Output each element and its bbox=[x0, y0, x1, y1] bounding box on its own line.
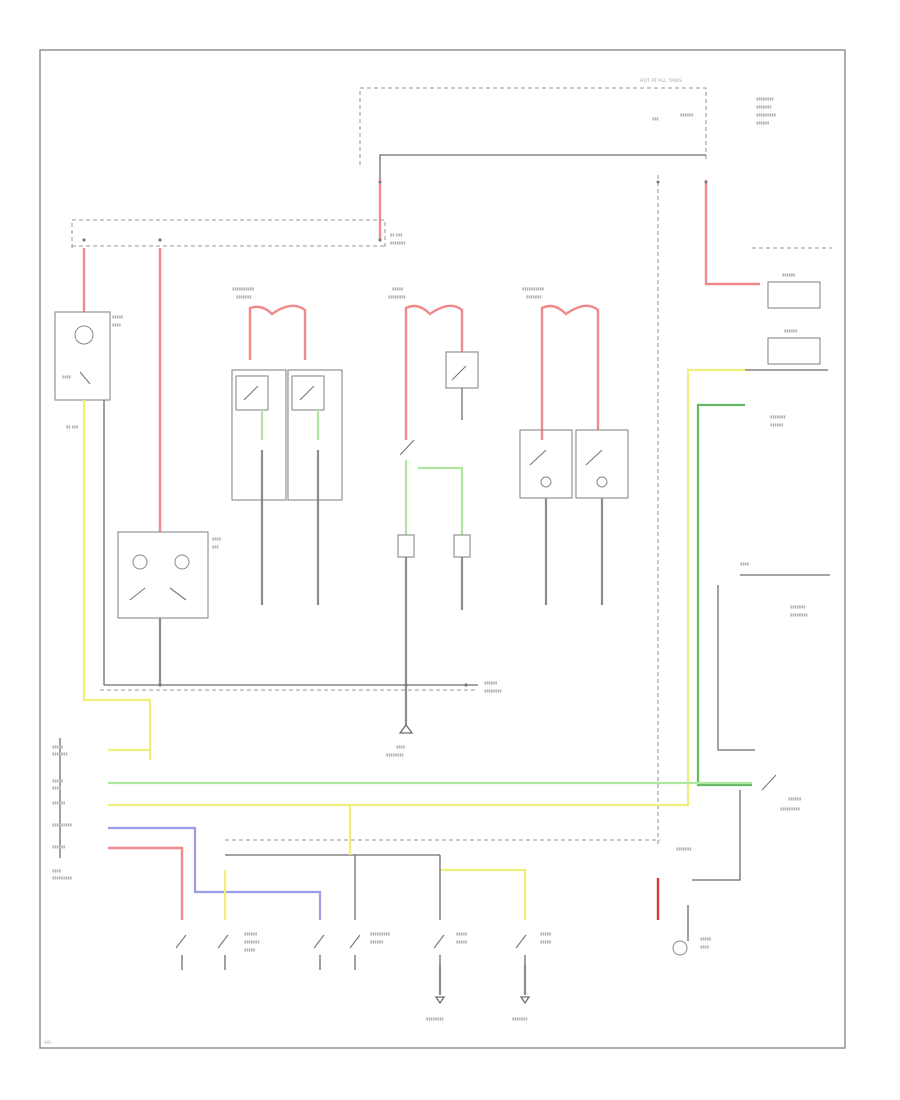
svg-text:▮▮▮▮▮▮▮: ▮▮▮▮▮▮▮ bbox=[676, 846, 691, 851]
svg-text:▮▮▮▮▮▮▮▮▮▮: ▮▮▮▮▮▮▮▮▮▮ bbox=[522, 286, 544, 291]
svg-text:▮▮▮▮▮: ▮▮▮▮▮ bbox=[244, 947, 255, 952]
svg-text:▮▮▮▮▮▮▮▮: ▮▮▮▮▮▮▮▮ bbox=[484, 688, 502, 693]
svg-text:▮▮▮▮: ▮▮▮▮ bbox=[62, 374, 71, 379]
svg-text:▮▮▮▮▮▮▮: ▮▮▮▮▮▮▮ bbox=[770, 414, 785, 419]
svg-text:▮▮▮▮: ▮▮▮▮ bbox=[740, 561, 749, 566]
svg-text:▮▮▮▮: ▮▮▮▮ bbox=[396, 744, 405, 749]
svg-text:▮▮▮▮▮▮▮▮: ▮▮▮▮▮▮▮▮ bbox=[790, 612, 808, 617]
svg-text:▮▮▮▮▮▮▮▮: ▮▮▮▮▮▮▮▮ bbox=[756, 96, 774, 101]
svg-text:▮▮▮▮: ▮▮▮▮ bbox=[112, 322, 121, 327]
svg-text:▮▮▮▮▮▮: ▮▮▮▮▮▮ bbox=[370, 939, 383, 944]
top-power-feed: HOT AT ALL TIMES ▮▮▮▮▮▮▮▮ ▮▮▮▮▮▮▮ ▮▮▮▮▮▮… bbox=[359, 78, 776, 845]
svg-text:▮▮▮▮▮▮: ▮▮▮▮▮▮ bbox=[784, 328, 797, 333]
svg-text:▮▮▮: ▮▮▮ bbox=[652, 116, 659, 121]
svg-text:▮▮▮▮▮▮▮: ▮▮▮▮▮▮▮ bbox=[756, 104, 771, 109]
svg-text:▮▮▮▮▮▮▮▮: ▮▮▮▮▮▮▮▮ bbox=[388, 294, 406, 299]
dome-lamp-section: ▮▮▮▮ ▮▮▮ bbox=[117, 248, 221, 685]
junction-block: ▮▮ ▮▮▮ ▮▮▮▮▮▮▮ bbox=[71, 219, 405, 248]
svg-text:▮▮▮▮▮▮▮: ▮▮▮▮▮▮▮ bbox=[390, 240, 405, 245]
svg-text:▮▮▮▮▮: ▮▮▮▮▮ bbox=[456, 931, 467, 936]
svg-text:▮▮▮▮▮▮▮▮▮▮: ▮▮▮▮▮▮▮▮▮▮ bbox=[232, 286, 254, 291]
svg-text:▮▮▮▮▮▮: ▮▮▮▮▮▮ bbox=[680, 112, 693, 117]
svg-text:HOT AT ALL TIMES: HOT AT ALL TIMES bbox=[640, 78, 682, 84]
svg-text:▮▮▮▮▮▮▮▮▮: ▮▮▮▮▮▮▮▮▮ bbox=[780, 806, 800, 811]
svg-text:▮▮▮▮▮▮: ▮▮▮▮▮▮ bbox=[770, 422, 783, 427]
svg-text:▮▮▮▮▮▮: ▮▮▮▮▮▮ bbox=[52, 844, 65, 849]
svg-text:▮▮▮▮▮▮: ▮▮▮▮▮▮ bbox=[52, 800, 65, 805]
right-switches: ▮▮▮▮▮▮ ▮▮▮▮▮▮ ▮▮▮▮▮▮▮ ▮▮▮▮▮▮ bbox=[350, 247, 832, 807]
front-personal-lamps: ▮▮▮▮▮▮▮▮▮▮ ▮▮▮▮▮▮▮ bbox=[231, 286, 343, 605]
svg-text:▮▮▮▮▮▮: ▮▮▮▮▮▮ bbox=[782, 272, 795, 277]
svg-text:▮▮▮▮: ▮▮▮▮ bbox=[52, 785, 61, 790]
svg-text:▮▮▮▮▮: ▮▮▮▮▮ bbox=[700, 936, 711, 941]
svg-text:▮▮▮▮▮▮▮▮▮: ▮▮▮▮▮▮▮▮▮ bbox=[52, 822, 72, 827]
rear-personal-lamps: ▮▮▮▮▮▮▮▮▮▮ ▮▮▮▮▮▮▮ bbox=[519, 286, 629, 605]
ground-bus: ▮▮▮▮▮▮ ▮▮▮▮▮▮▮▮ ▮▮▮▮ ▮▮▮▮▮▮▮▮ bbox=[100, 680, 502, 757]
svg-text:▮▮▮▮▮: ▮▮▮▮▮ bbox=[52, 744, 63, 749]
svg-text:▮▮▮▮▮▮▮: ▮▮▮▮▮▮▮ bbox=[526, 294, 541, 299]
svg-text:▮▮ ▮▮▮: ▮▮ ▮▮▮ bbox=[390, 232, 402, 237]
svg-text:▮▮▮▮▮▮▮▮: ▮▮▮▮▮▮▮▮ bbox=[426, 1016, 444, 1021]
door-switches: ▮▮▮▮▮▮ ▮▮▮▮▮▮▮ ▮▮▮▮▮ ▮▮▮▮▮▮▮▮▮ ▮▮▮▮▮▮ ▮▮… bbox=[175, 805, 660, 1021]
svg-text:▮▮▮▮▮: ▮▮▮▮▮ bbox=[540, 931, 551, 936]
svg-text:▮▮▮▮▮: ▮▮▮▮▮ bbox=[392, 286, 403, 291]
svg-text:▮▮▮▮▮▮▮: ▮▮▮▮▮▮▮ bbox=[512, 1016, 527, 1021]
svg-text:▮▮▮▮▮▮▮▮▮: ▮▮▮▮▮▮▮▮▮ bbox=[756, 112, 776, 117]
svg-text:▮▮▮▮▮▮▮: ▮▮▮▮▮▮▮ bbox=[790, 604, 805, 609]
svg-text:▮▮▮▮▮▮▮: ▮▮▮▮▮▮▮ bbox=[244, 939, 259, 944]
svg-text:▮▮▮▮▮: ▮▮▮▮▮ bbox=[540, 939, 551, 944]
svg-text:▮▮▮▮▮▮: ▮▮▮▮▮▮ bbox=[788, 796, 801, 801]
body-control-module: ▮▮▮▮▮ ▮▮▮▮▮▮▮ ▮▮▮▮▮ ▮▮▮▮ ▮▮▮▮▮▮ ▮▮▮▮▮▮▮▮… bbox=[52, 738, 752, 920]
svg-text:▮▮▮: ▮▮▮ bbox=[212, 544, 219, 549]
svg-text:▮▮▮▮▮▮▮▮: ▮▮▮▮▮▮▮▮ bbox=[386, 752, 404, 757]
svg-text:▮▮▮▮▮: ▮▮▮▮▮ bbox=[112, 314, 123, 319]
svg-text:▮▮▮▮: ▮▮▮▮ bbox=[52, 868, 61, 873]
light-switch-section: ▮▮▮▮ ▮▮▮▮▮▮▮ ▮▮▮▮▮▮▮▮ ▮▮▮▮▮▮ ▮▮▮▮▮▮▮▮▮ ▮… bbox=[656, 561, 830, 956]
footer-code: W9... bbox=[44, 1040, 54, 1045]
svg-text:▮▮▮▮▮▮: ▮▮▮▮▮▮ bbox=[484, 680, 497, 685]
svg-text:▮▮▮▮▮▮: ▮▮▮▮▮▮ bbox=[244, 931, 257, 936]
svg-text:▮▮▮▮▮▮▮▮▮: ▮▮▮▮▮▮▮▮▮ bbox=[370, 931, 390, 936]
svg-text:▮▮▮▮▮▮: ▮▮▮▮▮▮ bbox=[756, 120, 769, 125]
svg-text:▮▮▮▮▮: ▮▮▮▮▮ bbox=[456, 939, 467, 944]
diagram-frame bbox=[39, 49, 846, 1049]
map-lamp-section: ▮▮▮▮▮ ▮▮▮▮▮▮▮▮ bbox=[388, 286, 479, 685]
svg-text:▮▮▮▮▮: ▮▮▮▮▮ bbox=[52, 778, 63, 783]
svg-text:▮▮▮▮: ▮▮▮▮ bbox=[700, 944, 709, 949]
svg-text:▮▮▮▮: ▮▮▮▮ bbox=[212, 536, 221, 541]
svg-text:▮▮ ▮▮▮: ▮▮ ▮▮▮ bbox=[66, 424, 78, 429]
svg-text:▮▮▮▮▮▮▮: ▮▮▮▮▮▮▮ bbox=[236, 294, 251, 299]
svg-text:▮▮▮▮▮▮▮▮▮: ▮▮▮▮▮▮▮▮▮ bbox=[52, 875, 72, 880]
svg-text:▮▮▮▮▮▮▮: ▮▮▮▮▮▮▮ bbox=[52, 751, 67, 756]
trunk-lamp-section: ▮▮▮▮▮ ▮▮▮▮ ▮▮▮▮ ▮▮ ▮▮▮ bbox=[54, 248, 152, 760]
